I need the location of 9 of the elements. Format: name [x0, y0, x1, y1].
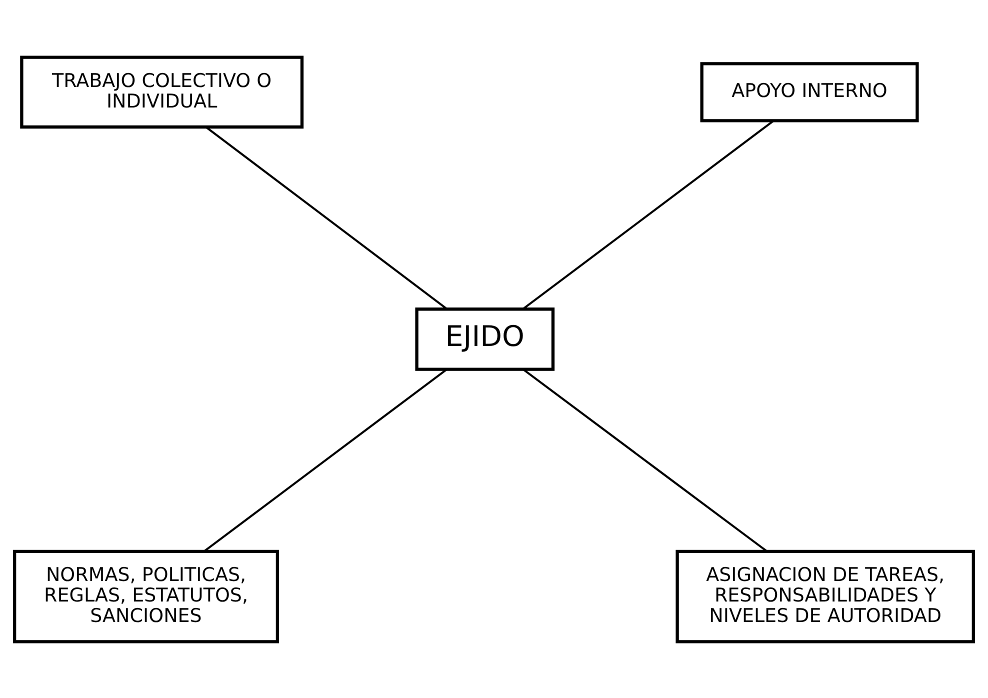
- node-box: APOYO INTERNO: [700, 62, 919, 122]
- node-box: ASIGNACION DE TAREAS, RESPONSABILIDADES Y NIVELES DE AUTORIDAD: [676, 549, 975, 643]
- connector: [522, 119, 774, 310]
- node-box: TRABAJO COLECTIVO O INDIVIDUAL: [20, 55, 304, 128]
- node-box: EJIDO: [415, 307, 555, 370]
- connector: [522, 368, 768, 552]
- node-box: NORMAS, POLITICAS, REGLAS, ESTATUTOS, SANCIONES: [13, 549, 280, 643]
- connector: [205, 126, 448, 310]
- connector: [204, 368, 448, 552]
